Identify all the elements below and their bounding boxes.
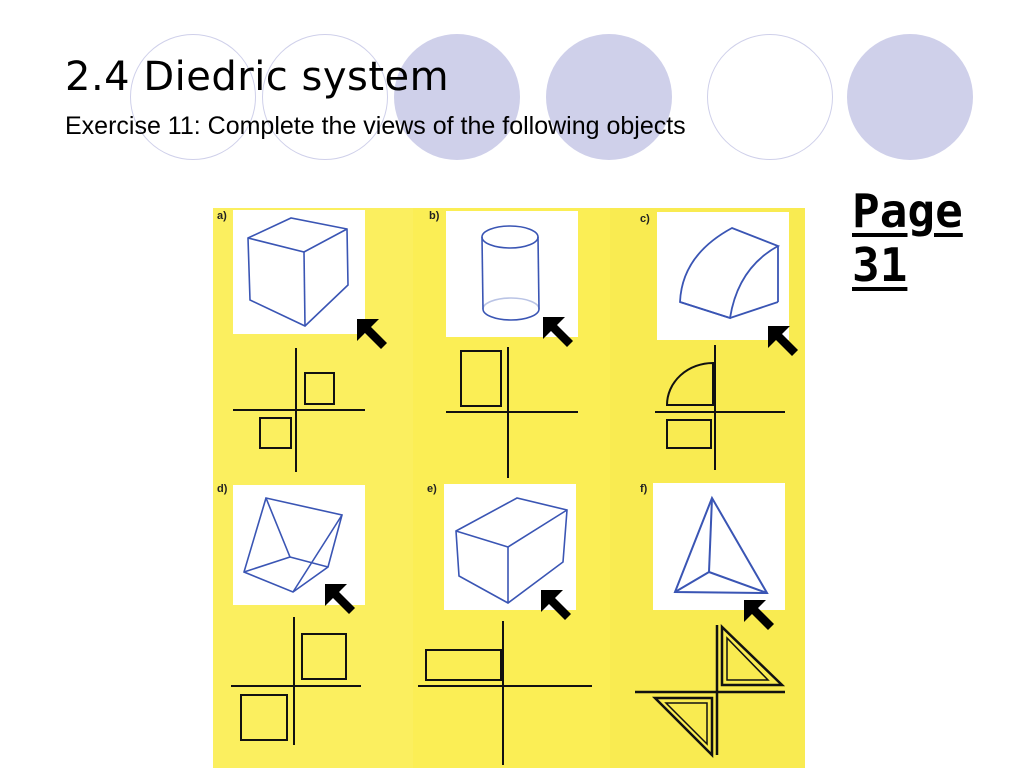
page-reference-number: 31 xyxy=(852,238,908,292)
cube-sketch xyxy=(247,217,349,327)
page-reference: Page 31 xyxy=(852,184,963,292)
sketch-panel xyxy=(446,211,578,337)
slide-subtitle: Exercise 11: Complete the views of the f… xyxy=(65,112,686,140)
orthographic-views xyxy=(635,624,786,759)
exercise-label: f) xyxy=(640,483,648,495)
orthographic-views xyxy=(418,621,592,765)
rectangular-prism-sketch xyxy=(455,497,568,604)
exercise-c: c) xyxy=(640,212,798,470)
orthographic-views xyxy=(233,348,365,472)
decor-circle xyxy=(262,34,388,160)
exercise-label: c) xyxy=(640,213,650,225)
decor-circle xyxy=(130,34,256,160)
exercise-label: d) xyxy=(217,483,228,495)
sketch-panel xyxy=(653,483,785,610)
orthographic-views xyxy=(231,617,361,745)
cylinder-sketch xyxy=(481,225,540,321)
page-reference-word: Page xyxy=(852,184,963,238)
exercise-d: d) xyxy=(217,483,365,745)
decor-circle xyxy=(847,34,973,160)
sketch-panel xyxy=(657,212,789,340)
exercise-f: f) xyxy=(635,483,786,759)
exercise-a: a) xyxy=(217,210,387,472)
exercise-label: e) xyxy=(427,483,437,495)
slide-title: 2.4 Diedric system xyxy=(65,54,450,100)
tetrahedron-sketch xyxy=(673,495,769,595)
orthographic-views xyxy=(446,347,578,478)
quarter-cylinder-sketch xyxy=(679,227,781,320)
orthographic-views xyxy=(655,345,785,470)
exercise-e: e) xyxy=(418,483,592,765)
exercise-label: b) xyxy=(429,210,440,222)
triangular-prism-sketch xyxy=(243,497,343,593)
sketch-panel xyxy=(444,484,576,610)
exercise-label: a) xyxy=(217,210,227,222)
decor-circle xyxy=(546,34,672,160)
decor-circle xyxy=(394,34,520,160)
exercise-b: b) xyxy=(429,210,578,478)
decor-circle xyxy=(707,34,833,160)
